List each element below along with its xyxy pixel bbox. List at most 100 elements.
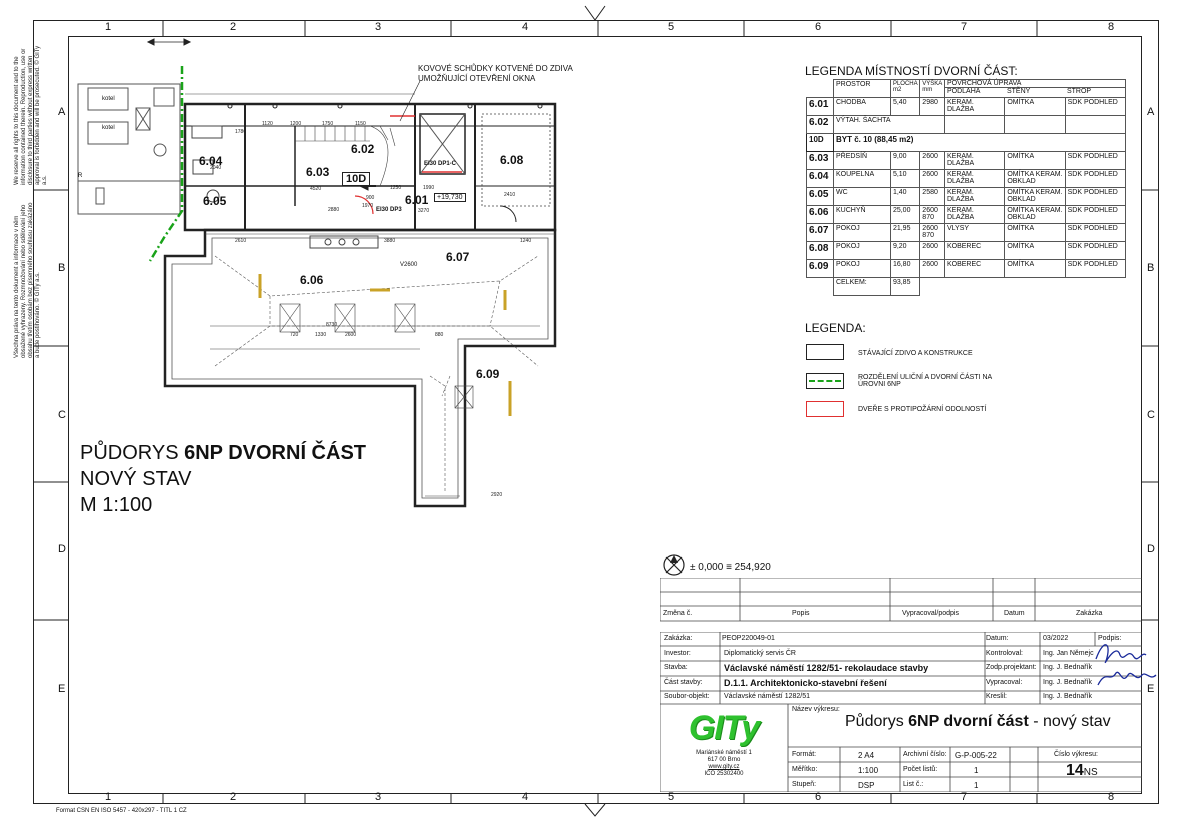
- legend-cell-floor: KOBEREC: [943, 259, 1006, 278]
- legend-cell-num: 6.02: [806, 115, 834, 134]
- row-letter-right-D: D: [1147, 543, 1155, 555]
- legend-cell-name: KUCHYŇ: [832, 205, 891, 224]
- legend-cell-floor: KERAM. DLAŽBA: [943, 169, 1006, 188]
- legend-cell-name: POKOJ: [832, 223, 891, 242]
- legend-cell-floor: VLYSY: [943, 223, 1006, 242]
- legend-cell-floor: KERAM. DLAŽBA: [943, 97, 1006, 116]
- legend-cell-walls: OMÍTKA: [1004, 241, 1066, 260]
- drawing-name: Půdorys 6NP dvorní část - nový stav: [845, 713, 1111, 731]
- company-ico: IČO 25302400: [704, 771, 744, 777]
- sheet-inner-frame: [68, 36, 1142, 794]
- col-number-5: 5: [667, 21, 675, 33]
- room-6-05: 6.05: [203, 194, 227, 208]
- tb-person-value: Ing. J. Bednařík: [1043, 664, 1093, 671]
- room-6-06: 6.06: [300, 273, 324, 287]
- row-letter-right-C: C: [1147, 409, 1155, 421]
- plan-title-block: PŮDORYS 6NP DVORNÍ ČÁST NOVÝ STAV M 1:10…: [80, 440, 366, 518]
- tb-value: PEOP220049-01: [722, 635, 775, 642]
- tb-person-label: Datum:: [986, 635, 1009, 642]
- company-web-link[interactable]: www.gity.cz: [708, 764, 740, 770]
- col-number-bottom-4: 4: [521, 791, 529, 803]
- legend-cell-ceiling: SDK PODHLED: [1064, 241, 1127, 260]
- stage-label: Stupeň:: [792, 781, 817, 788]
- col-number-3: 3: [374, 21, 382, 33]
- col-number-6: 6: [814, 21, 822, 33]
- row-letter-right-B: B: [1147, 262, 1155, 274]
- room-legend-table: PROSTOR PLOCHA m2 VÝŠKA mm POVRCHOVÁ ÚPR…: [806, 79, 1127, 296]
- legend-cell-walls: OMÍTKA: [1004, 151, 1066, 170]
- legend-cell-height: 2600: [919, 169, 945, 188]
- legend-cell-num: 6.04: [806, 169, 834, 188]
- room-6-07: 6.07: [446, 250, 470, 264]
- legend-cell-name: KOUPELNA: [832, 169, 891, 188]
- tb-person-value: Ing. J. Bednařík: [1043, 678, 1093, 686]
- col-number-bottom-3: 3: [374, 791, 382, 803]
- company-logo: GITy: [688, 709, 760, 747]
- room-6-02: 6.02: [351, 142, 375, 156]
- sheet-label: List č.:: [903, 781, 924, 788]
- dim-1970: 1970: [362, 203, 374, 209]
- hdr-prostor: PROSTOR: [832, 79, 891, 98]
- drawing-name-suffix: - nový stav: [1028, 713, 1111, 730]
- dim-1330: 1330: [315, 332, 327, 338]
- company-address-2: 617 00 Brno: [707, 757, 741, 763]
- col-number-8: 8: [1107, 21, 1115, 33]
- rev-header-no: Změna č.: [663, 610, 693, 617]
- archive-value: G-P-005-22: [955, 751, 997, 760]
- tb-person-value: Ing. Jan Němejc: [1043, 649, 1094, 657]
- drawing-no-value: 14: [1066, 762, 1084, 779]
- legend-cell-name: BYT č. 10 (88,45 m2): [832, 133, 1127, 152]
- room-legend-header: PROSTOR PLOCHA m2 VÝŠKA mm POVRCHOVÁ ÚPR…: [807, 79, 1127, 98]
- legend-cell-ceiling: SDK PODHLED: [1064, 223, 1127, 242]
- col-number-bottom-1: 1: [104, 791, 112, 803]
- legend-cell-ceiling: SDK PODHLED: [1064, 205, 1127, 224]
- dim-4520: 4520: [310, 186, 322, 192]
- legend-cell-height: 2600: [919, 259, 945, 278]
- tb-label: Zakázka:: [664, 635, 693, 642]
- legend-cell-height: 2600: [919, 151, 945, 170]
- tb-value: Diplomatický servis ČR: [724, 649, 796, 657]
- sheets-label: Počet listů:: [903, 766, 938, 773]
- hdr-steny: STĚNY: [1006, 88, 1031, 95]
- dim-3880: 3880: [384, 238, 396, 244]
- dim-2600: 2600: [345, 332, 357, 338]
- level-mark: +19,730: [434, 193, 466, 202]
- label-fire-door-1: EI30 DP1-C: [424, 161, 457, 167]
- legend-cell-floor: KERAM. DLAŽBA: [943, 187, 1006, 206]
- tb-person-value: 03/2022: [1043, 635, 1069, 642]
- dim-1780: 1780: [235, 129, 247, 135]
- dim-2920: 2920: [491, 492, 503, 498]
- label-kotel-1: kotel: [102, 96, 115, 102]
- col-number-4: 4: [521, 21, 529, 33]
- tb-person-label: Zodp.projektant:: [986, 664, 1037, 671]
- drawing-name-prefix: Půdorys: [845, 713, 909, 730]
- total-label: CELKEM:: [832, 277, 891, 296]
- dim-720: 720: [290, 332, 299, 338]
- legend-cell-empty: [1004, 115, 1066, 134]
- legend-divider-line: [809, 380, 841, 382]
- legend-swatch-fire-door: [806, 401, 844, 417]
- hdr-podlaha: PODLAHA: [946, 88, 981, 95]
- hdr-vyska: VÝŠKA mm: [919, 79, 945, 98]
- tb-person-label: Kreslil:: [986, 693, 1008, 700]
- dim-1120: 1120: [262, 121, 273, 127]
- legend-cell-name: POKOJ: [832, 241, 891, 260]
- legend-cell-area: 9,20: [889, 241, 921, 260]
- legend-cell-num: 6.05: [806, 187, 834, 206]
- row-letter-A: A: [58, 106, 66, 118]
- rev-header-desc: Popis: [792, 610, 810, 617]
- label-kotel-2: kotel: [102, 125, 115, 131]
- legend-cell-ceiling: SDK PODHLED: [1064, 169, 1127, 188]
- legend-cell-name: VÝTAH. ŠACHTA: [832, 115, 945, 134]
- legend-cell-walls: OMÍTKA: [1004, 97, 1066, 116]
- col-number-1: 1: [104, 21, 112, 33]
- legend-cell-walls: OMÍTKA KERAM. OBKLAD: [1004, 169, 1066, 188]
- row-letter-right-E: E: [1147, 683, 1155, 695]
- legend-cell-height: 2600 870: [919, 223, 945, 242]
- legend-cell-area: 21,95: [889, 223, 921, 242]
- legend-cell-ceiling: SDK PODHLED: [1064, 151, 1127, 170]
- dim-2880: 2880: [328, 207, 340, 213]
- sheets-value: 1: [974, 766, 979, 775]
